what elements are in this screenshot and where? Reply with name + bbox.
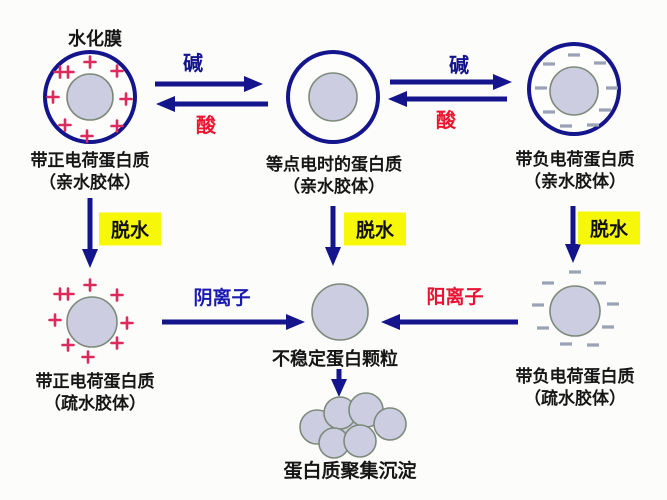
dehydration-arrow-left	[82, 198, 98, 268]
isoelectric-protein-label: 等点电时的蛋白质 （亲水胶体）	[266, 154, 402, 198]
arrow-right-icon	[493, 74, 512, 90]
dehydration-arrow-center	[325, 206, 341, 266]
base-label-1: 碱	[183, 53, 203, 75]
hydration-film-label: 水化膜	[68, 29, 122, 49]
label-line: （疏水胶体）	[44, 394, 146, 413]
acid-label-2: 酸	[436, 110, 456, 132]
anion-arrow	[162, 314, 305, 330]
arrow-left-icon	[156, 96, 175, 112]
precipitate-cluster-figure	[299, 392, 407, 459]
label-line: （亲水胶体）	[524, 172, 626, 191]
arrow-left-icon	[381, 314, 400, 330]
label-line: 带正电荷蛋白质	[35, 372, 155, 391]
aggregation-arrow	[331, 369, 347, 397]
negative-hydrophilic-protein-label: 带负电荷蛋白质 （亲水胶体）	[516, 149, 635, 193]
label-line: 带正电荷蛋白质	[30, 151, 150, 170]
reaction-arrows-right	[388, 74, 512, 107]
negative-charge-icon	[535, 53, 618, 128]
positive-hydrophobic-protein-label: 带正电荷蛋白质 （疏水胶体）	[36, 371, 155, 415]
label-line: 等点电时的蛋白质	[266, 155, 402, 174]
protein-particle	[66, 296, 118, 348]
dehydration-label-right: 脱水	[577, 211, 641, 245]
negative-hydrated-protein-figure	[527, 42, 621, 136]
acid-label-1: 酸	[196, 115, 216, 137]
positive-hydrophobic-protein-figure	[48, 278, 134, 364]
negative-charge-icon	[532, 270, 619, 347]
label-line: （疏水胶体）	[524, 389, 626, 408]
dehydration-arrow-right	[565, 206, 581, 263]
arrow-right-icon	[244, 76, 263, 92]
unstable-particle-label: 不稳定蛋白颗粒	[272, 349, 398, 369]
arrow-down-icon	[331, 379, 347, 397]
unstable-protein-particle-figure	[311, 283, 369, 341]
negative-hydrophobic-protein-figure	[532, 270, 619, 347]
precipitate-label: 蛋白质聚集沉淀	[283, 461, 417, 482]
dehydration-label-left: 脱水	[98, 212, 162, 246]
protein-particle	[308, 72, 358, 122]
label-line: （亲水胶体）	[283, 177, 385, 196]
label-line: 带负电荷蛋白质	[515, 367, 635, 386]
protein-particle	[549, 66, 599, 116]
anion-label: 阴离子	[193, 288, 251, 309]
arrow-right-icon	[286, 314, 305, 330]
isoelectric-protein-figure	[286, 50, 380, 144]
label-line: 带负电荷蛋白质	[515, 150, 635, 169]
arrow-left-icon	[388, 91, 407, 107]
dehydration-label-center: 脱水	[343, 212, 407, 246]
cation-arrow	[381, 314, 518, 330]
arrow-down-icon	[82, 249, 98, 268]
positive-hydrophilic-protein-label: 带正电荷蛋白质 （亲水胶体）	[31, 150, 150, 194]
protein-particle	[549, 285, 601, 337]
positive-charge-icon	[48, 278, 134, 364]
protein-particle	[66, 73, 114, 121]
positive-charge-icon	[46, 55, 133, 143]
cation-label: 阳离子	[426, 287, 484, 308]
label-line: （亲水胶体）	[39, 173, 141, 192]
protein-particle	[311, 283, 369, 341]
negative-hydrophobic-protein-label: 带负电荷蛋白质 （疏水胶体）	[516, 366, 635, 410]
base-label-2: 碱	[449, 55, 469, 77]
reaction-arrows-left	[155, 76, 268, 112]
arrow-down-icon	[325, 247, 341, 266]
positive-hydrated-protein-figure	[43, 50, 137, 144]
arrow-down-icon	[565, 244, 581, 263]
